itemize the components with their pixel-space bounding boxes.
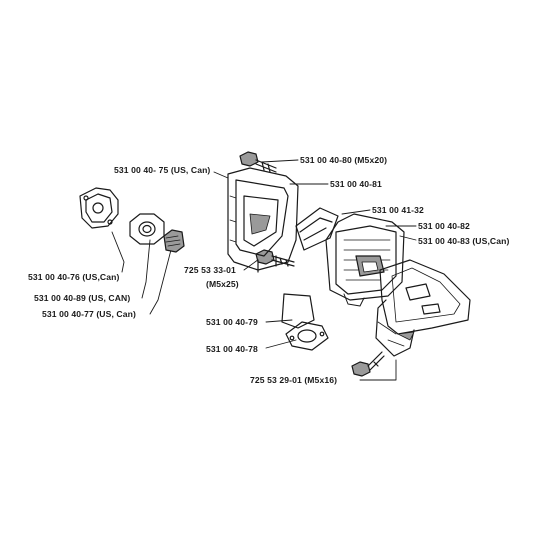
label-part-531-00-40-82: 531 00 40-82 — [418, 221, 470, 231]
label-part-725-53-29-01: 725 53 29-01 (M5x16) — [250, 375, 338, 385]
intake-gasket — [79, 187, 119, 229]
bolt-top — [239, 151, 277, 173]
muffler-body — [325, 213, 405, 307]
leader-89 — [141, 239, 151, 299]
label-part-531-00-40-76: 531 00 40-76 (US,Can) — [28, 272, 120, 282]
label-part-725-53-33-01: 725 53 33-01 — [184, 265, 236, 275]
intake-spacer — [129, 213, 165, 245]
deflector — [295, 207, 339, 251]
leader-83 — [399, 235, 417, 241]
label-part-531-00-40-80: 531 00 40-80 (M5x20) — [300, 155, 388, 165]
label-part-531-00-40-81: 531 00 40-81 — [330, 179, 382, 189]
exhaust-gasket — [285, 321, 329, 351]
leader-4132 — [341, 209, 371, 215]
bolt-bottom — [351, 351, 385, 377]
leader-79 — [265, 319, 293, 323]
leader-75 — [213, 171, 229, 179]
label-part-531-00-40-78: 531 00 40-78 — [206, 344, 258, 354]
label-part-531-00-40-79: 531 00 40-79 — [206, 317, 258, 327]
label-part-725-53-33-01-size: (M5x25) — [206, 279, 239, 289]
heat-shield — [375, 259, 471, 357]
label-part-531-00-40-83: 531 00 40-83 (US,Can) — [418, 236, 510, 246]
muffler-front-cover — [227, 167, 299, 273]
leader-77 — [149, 245, 173, 315]
leader-80 — [261, 159, 299, 163]
label-part-531-00-40-89: 531 00 40-89 (US, CAN) — [34, 293, 131, 303]
leader-7255329 — [359, 359, 397, 381]
label-part-531-00-40-77: 531 00 40-77 (US, Can) — [42, 309, 136, 319]
leader-78 — [265, 339, 297, 349]
muffler-gasket — [281, 293, 315, 329]
label-part-531-00-41-32: 531 00 41-32 — [372, 205, 424, 215]
bushing — [163, 229, 185, 253]
label-part-531-00-40-75: 531 00 40- 75 (US, Can) — [114, 165, 211, 175]
bolt-mid — [255, 249, 295, 267]
leader-76 — [111, 231, 125, 273]
